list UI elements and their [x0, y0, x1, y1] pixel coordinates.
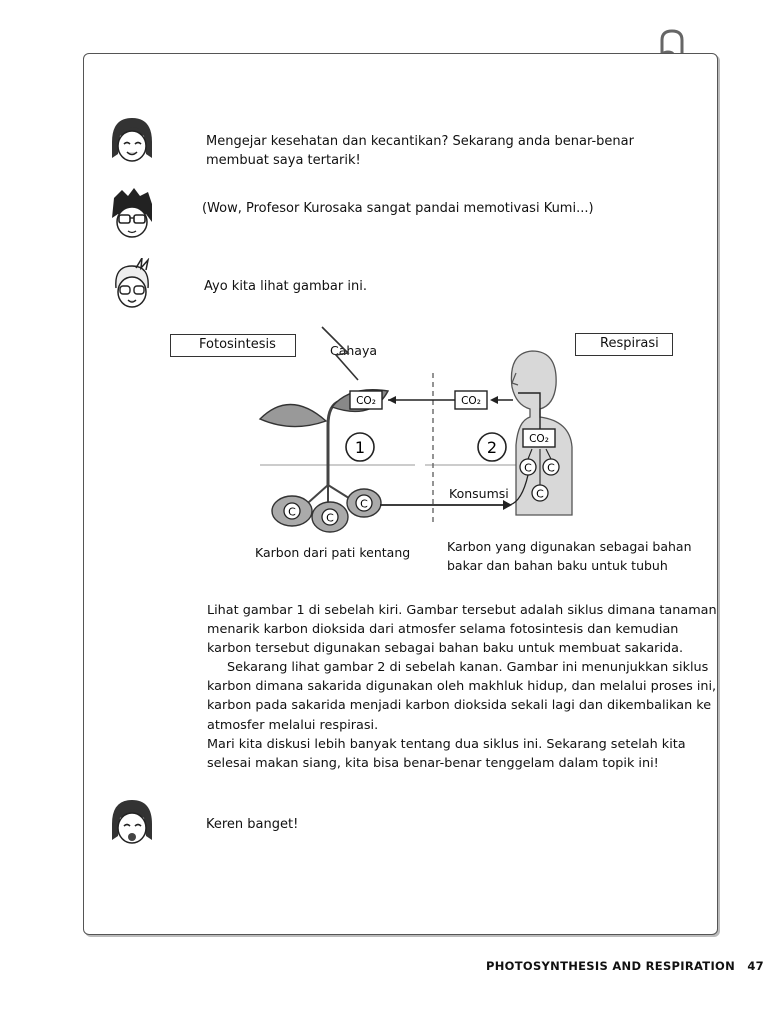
cycle-2-number: 2	[487, 438, 497, 457]
paragraph: Mari kita diskusi lebih banyak tentang d…	[207, 736, 686, 771]
dialogue-text: Ayo kita lihat gambar ini.	[204, 279, 367, 294]
page-number: 47	[747, 959, 764, 973]
co2-text: CO₂	[461, 395, 481, 407]
figure-caption-right: Karbon yang digunakan sebagai bahan baka…	[447, 539, 692, 573]
co2-text: CO₂	[529, 433, 549, 445]
carbon-icon	[355, 494, 373, 512]
page-frame	[83, 53, 718, 935]
chapter-title: PHOTOSYNTHESIS AND RESPIRATION	[486, 959, 736, 973]
cycle-1-number: 1	[355, 438, 365, 457]
co2-box	[522, 428, 556, 448]
dialogue-text: (Wow, Profesor Kurosaka sangat pandai me…	[202, 201, 594, 216]
glasses-boy-face-icon	[112, 188, 152, 238]
dialogue-text: Keren banget!	[206, 817, 299, 832]
carbon-icon	[283, 502, 301, 520]
carbon-text: C	[326, 512, 334, 525]
girl-face-icon	[112, 118, 152, 162]
consumption-label: Konsumsi	[449, 486, 509, 501]
co2-text: CO₂	[356, 395, 376, 407]
respiration-label: Respirasi	[575, 333, 673, 356]
carbon-text: C	[524, 462, 532, 475]
carbon-text: C	[360, 498, 368, 511]
photosynthesis-label: Fotosintesis	[170, 334, 296, 357]
carbon-text: C	[547, 462, 555, 475]
carbon-icon	[321, 508, 339, 526]
page-footer: PHOTOSYNTHESIS AND RESPIRATION 47	[486, 959, 764, 973]
cycle-1-badge	[345, 432, 375, 462]
girl-face-icon	[112, 800, 152, 844]
carbon-text: C	[288, 506, 296, 519]
paragraph: Lihat gambar 1 di sebelah kiri. Gambar t…	[207, 603, 717, 657]
paragraph: Sekarang lihat gambar 2 di sebelah kanan…	[207, 660, 717, 733]
carbon-text: C	[536, 488, 544, 501]
explanation-text: Lihat gambar 1 di sebelah kiri. Gambar t…	[207, 601, 722, 773]
co2-box	[454, 390, 488, 410]
carbon-cycle-diagram: C C C 1 CO₂ CO₂ CO₂ C C C 2	[258, 326, 573, 533]
professor-face-icon	[115, 258, 150, 308]
figure-caption-left: Karbon dari pati kentang	[255, 545, 411, 560]
dialogue-text: Mengejar kesehatan dan kecantikan? Sekar…	[206, 134, 634, 168]
cycle-2-badge	[477, 432, 507, 462]
co2-box	[349, 390, 383, 410]
